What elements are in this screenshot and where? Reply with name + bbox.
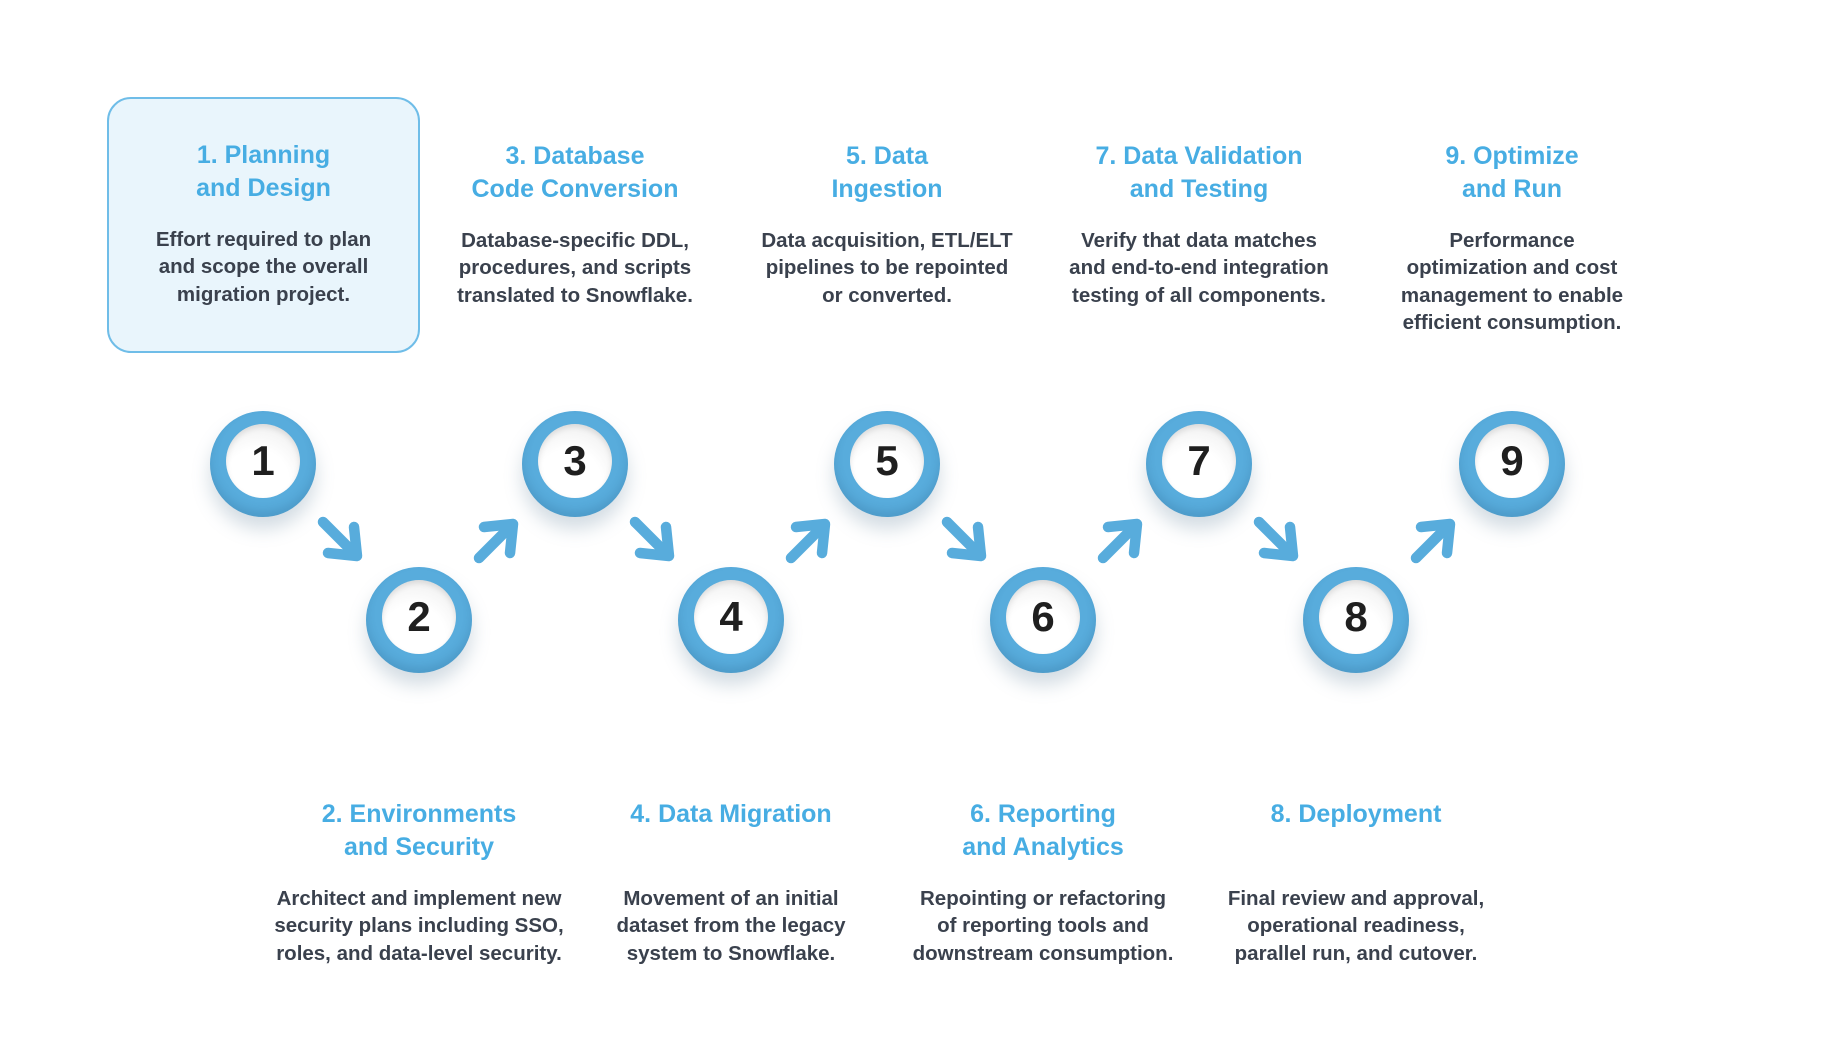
arrow-1-to-2-icon bbox=[313, 512, 369, 568]
step-4-title: 4. Data Migration bbox=[630, 800, 832, 828]
step-5-text: 5. Data Ingestion Data acquisition, ETL/… bbox=[717, 140, 1057, 309]
step-3-title: 3. Database Code Conversion bbox=[471, 142, 679, 203]
arrow-3-to-4-icon bbox=[625, 512, 681, 568]
arrow-7-to-8-icon bbox=[1249, 512, 1305, 568]
step-8-title: 8. Deployment bbox=[1270, 800, 1442, 828]
step-6-number: 6 bbox=[1031, 593, 1055, 641]
step-8-text: 8. Deployment Final review and approval,… bbox=[1186, 798, 1526, 967]
step-7-description: Verify that data matches and end-to-end … bbox=[1069, 229, 1329, 307]
step-2-title: 2. Environments and Security bbox=[321, 800, 517, 861]
step-2-text: 2. Environments and Security Architect a… bbox=[249, 798, 589, 967]
step-7-circle: 7 bbox=[1146, 411, 1252, 517]
step-5-title: 5. Data Ingestion bbox=[831, 142, 943, 203]
arrow-5-to-6-icon bbox=[937, 512, 993, 568]
step-8-description: Final review and approval, operational r… bbox=[1227, 887, 1485, 965]
step-9-number: 9 bbox=[1500, 437, 1524, 485]
step-2-description: Architect and implement new security pla… bbox=[274, 887, 564, 965]
arrow-8-to-9-icon bbox=[1406, 512, 1462, 568]
step-9-title: 9. Optimize and Run bbox=[1445, 142, 1579, 203]
step-6-text: 6. Reporting and Analytics Repointing or… bbox=[873, 798, 1213, 967]
step-1-number: 1 bbox=[251, 437, 275, 485]
step-2-circle: 2 bbox=[366, 567, 472, 673]
step-1-description: Effort required to plan and scope the ov… bbox=[155, 228, 372, 306]
step-9-description: Performance optimization and cost manage… bbox=[1400, 229, 1624, 334]
step-6-title: 6. Reporting and Analytics bbox=[962, 800, 1124, 861]
step-1-highlight-card: 1. Planning and Design Effort required t… bbox=[107, 97, 420, 353]
step-7-number: 7 bbox=[1187, 437, 1211, 485]
step-5-description: Data acquisition, ETL/ELT pipelines to b… bbox=[761, 229, 1013, 307]
step-9-circle: 9 bbox=[1459, 411, 1565, 517]
step-9-text: 9. Optimize and Run Performance optimiza… bbox=[1342, 140, 1682, 336]
arrow-6-to-7-icon bbox=[1093, 512, 1149, 568]
step-5-number: 5 bbox=[875, 437, 899, 485]
step-8-circle: 8 bbox=[1303, 567, 1409, 673]
step-7-text: 7. Data Validation and Testing Verify th… bbox=[1029, 140, 1369, 309]
arrow-2-to-3-icon bbox=[469, 512, 525, 568]
step-7-title: 7. Data Validation and Testing bbox=[1095, 142, 1303, 203]
step-3-text: 3. Database Code Conversion Database-spe… bbox=[405, 140, 745, 309]
step-5-circle: 5 bbox=[834, 411, 940, 517]
step-4-circle: 4 bbox=[678, 567, 784, 673]
step-8-number: 8 bbox=[1344, 593, 1368, 641]
step-4-text: 4. Data Migration Movement of an initial… bbox=[561, 798, 901, 967]
step-6-description: Repointing or refactoring of reporting t… bbox=[912, 887, 1174, 965]
step-4-number: 4 bbox=[719, 593, 743, 641]
step-3-circle: 3 bbox=[522, 411, 628, 517]
arrow-4-to-5-icon bbox=[781, 512, 837, 568]
step-6-circle: 6 bbox=[990, 567, 1096, 673]
step-4-description: Movement of an initial dataset from the … bbox=[616, 887, 846, 965]
step-2-number: 2 bbox=[407, 593, 431, 641]
step-1-title: 1. Planning and Design bbox=[196, 141, 331, 202]
step-1-circle: 1 bbox=[210, 411, 316, 517]
step-3-description: Database-specific DDL, procedures, and s… bbox=[457, 229, 693, 307]
step-3-number: 3 bbox=[563, 437, 587, 485]
